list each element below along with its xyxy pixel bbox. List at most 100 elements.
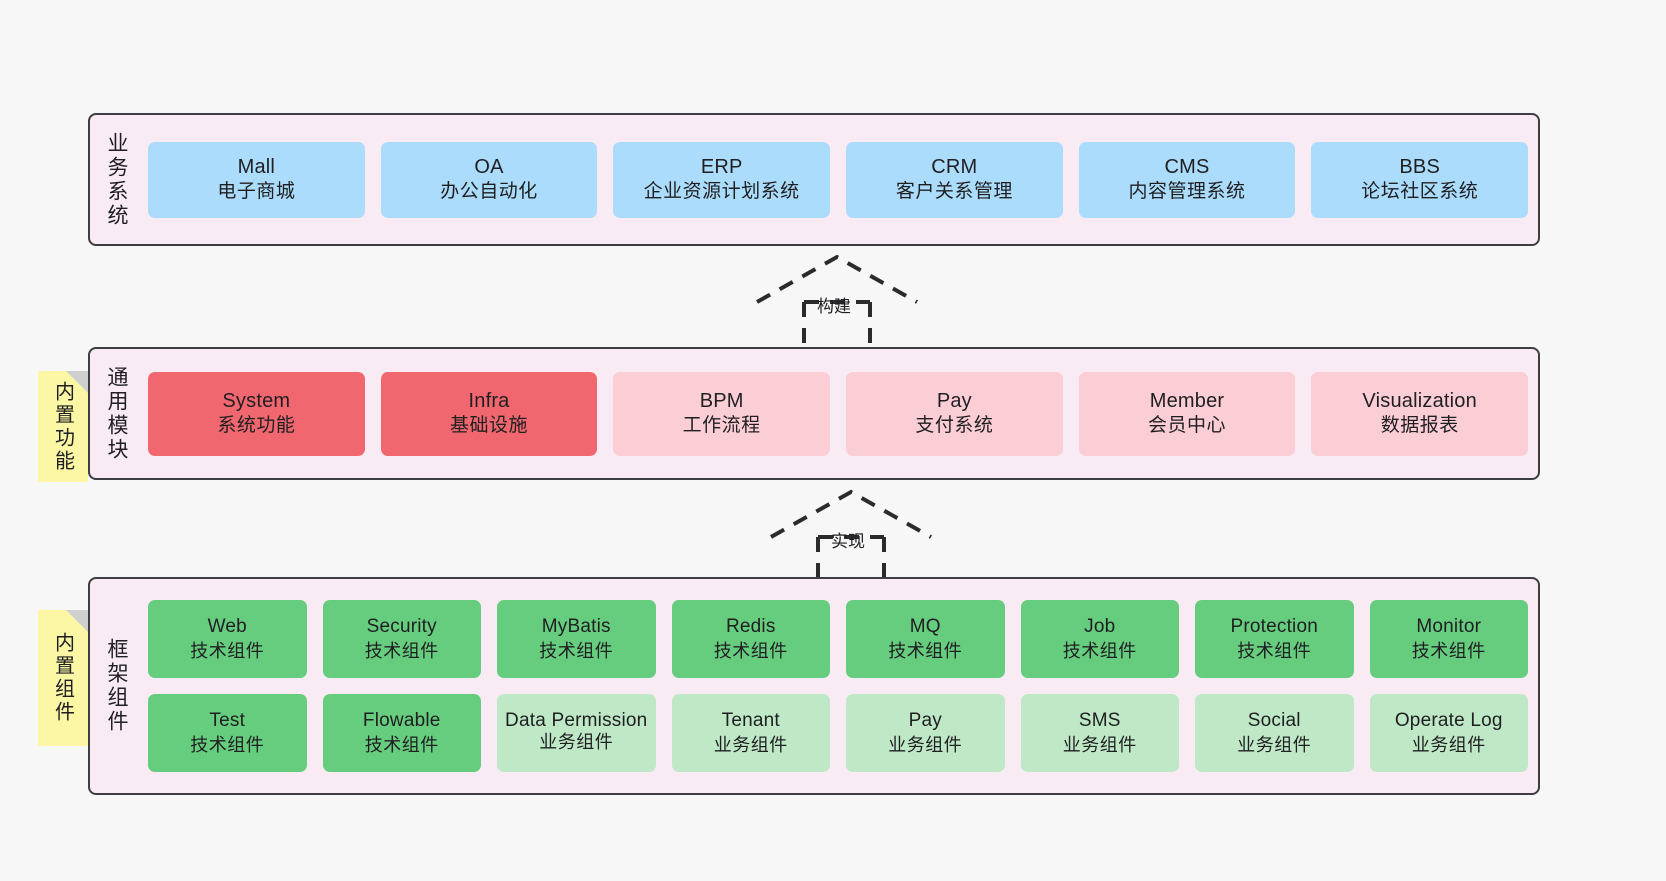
node-member-en: Member [1149,390,1225,413]
node-mybatis-cn: 技术组件 [539,640,614,661]
node-protection-en: Protection [1230,615,1319,637]
node-sms-en: SMS [1078,709,1121,731]
node-member[interactable]: Member 会员中心 [1078,371,1296,456]
node-security-en: Security [366,615,437,637]
node-mall-en: Mall [237,156,276,179]
node-cms-en: CMS [1164,156,1210,179]
layer-common-module-body: System 系统功能 Infra 基础设施 BPM 工作流程 Pay 支付系统… [142,349,1538,478]
node-mybatis[interactable]: MyBatis 技术组件 [497,600,656,678]
node-monitor[interactable]: Monitor 技术组件 [1369,600,1528,678]
note-fold-icon [66,371,88,393]
layer-business-system-body: Mall 电子商城 OA 办公自动化 ERP 企业资源计划系统 CRM 客户关系… [142,115,1538,244]
node-protection[interactable]: Protection 技术组件 [1195,600,1354,678]
layer-business-system-title: 业务系统 [105,131,129,228]
framework-node-row-1: Web 技术组件 Security 技术组件 MyBatis 技术组件 Redi… [148,600,1528,678]
node-mq[interactable]: MQ 技术组件 [846,600,1005,678]
node-mall[interactable]: Mall 电子商城 [148,141,365,218]
note-builtin-features-label: 内置功能 [51,380,74,473]
note-builtin-components-label: 内置组件 [51,632,74,724]
node-infra[interactable]: Infra 基础设施 [380,371,598,456]
node-sms-cn: 业务组件 [1062,734,1137,755]
connector-build: 构建 [752,252,922,347]
note-builtin-components: 内置组件 [38,610,88,746]
layer-business-system: 业务系统 Mall 电子商城 OA 办公自动化 ERP 企业资源计划系统 CRM [88,113,1540,246]
node-sms[interactable]: SMS 业务组件 [1020,694,1179,772]
node-oa-cn: 办公自动化 [440,181,538,203]
node-visualization[interactable]: Visualization 数据报表 [1311,371,1529,456]
node-mq-cn: 技术组件 [888,640,963,661]
node-flowable-cn: 技术组件 [364,734,439,755]
node-flowable-en: Flowable [362,709,441,731]
node-crm-cn: 客户关系管理 [895,181,1013,203]
node-pay-module[interactable]: Pay 支付系统 [846,371,1063,456]
node-erp[interactable]: ERP 企业资源计划系统 [613,141,831,218]
node-visualization-en: Visualization [1362,390,1477,413]
node-flowable[interactable]: Flowable 技术组件 [322,694,481,772]
node-tenant-cn: 业务组件 [713,734,788,755]
node-mybatis-en: MyBatis [541,615,611,637]
note-fold-icon [66,610,88,632]
node-bpm-cn: 工作流程 [682,415,761,437]
node-protection-cn: 技术组件 [1237,640,1312,661]
node-tenant-en: Tenant [721,709,780,731]
node-bbs[interactable]: BBS 论坛社区系统 [1311,141,1529,218]
node-infra-en: Infra [468,390,510,413]
node-redis-en: Redis [725,615,776,637]
node-oa[interactable]: OA 办公自动化 [380,141,598,218]
layer-common-module: 通用模块 System 系统功能 Infra 基础设施 BPM 工作流程 Pay [88,347,1540,480]
node-operate-log-cn: 业务组件 [1411,734,1486,755]
node-operate-log-en: Operate Log [1394,709,1503,731]
connector-build-glyph [756,254,918,347]
node-web[interactable]: Web 技术组件 [148,600,307,678]
node-cms-cn: 内容管理系统 [1128,181,1246,203]
node-system[interactable]: System 系统功能 [148,371,365,456]
node-data-permission-en: Data Permission [505,710,648,732]
node-bpm-en: BPM [699,390,744,413]
node-data-permission-cn: 业务组件 [539,732,614,753]
node-test-cn: 技术组件 [190,734,265,755]
node-job-cn: 技术组件 [1062,640,1137,661]
node-security[interactable]: Security 技术组件 [322,600,481,678]
node-bpm[interactable]: BPM 工作流程 [613,371,831,456]
connector-implement-label: 实现 [831,532,865,551]
node-mall-cn: 电子商城 [217,181,296,203]
node-monitor-en: Monitor [1416,615,1482,637]
layer-framework-component-title: 框架组件 [105,638,129,734]
node-redis[interactable]: Redis 技术组件 [671,600,830,678]
node-pay-component[interactable]: Pay 业务组件 [846,694,1005,772]
node-pay-module-en: Pay [936,390,972,413]
node-data-permission[interactable]: Data Permission 业务组件 [497,694,656,772]
node-security-cn: 技术组件 [364,640,439,661]
node-member-cn: 会员中心 [1148,415,1227,437]
connector-build-label: 构建 [817,297,851,316]
node-web-cn: 技术组件 [190,640,265,661]
node-crm[interactable]: CRM 客户关系管理 [846,141,1063,218]
node-web-en: Web [207,615,247,637]
node-social[interactable]: Social 业务组件 [1195,694,1354,772]
node-pay-component-en: Pay [908,709,942,731]
node-system-en: System [222,390,291,413]
connector-implement-glyph [770,489,932,582]
layer-framework-component: 框架组件 Web 技术组件 Security 技术组件 MyBatis 技术组件… [88,577,1540,795]
common-node-row: System 系统功能 Infra 基础设施 BPM 工作流程 Pay 支付系统… [148,371,1529,456]
node-infra-cn: 基础设施 [450,415,529,437]
node-pay-module-cn: 支付系统 [915,415,994,437]
node-redis-cn: 技术组件 [713,640,788,661]
node-crm-en: CRM [931,156,978,179]
node-test[interactable]: Test 技术组件 [148,694,307,772]
node-job[interactable]: Job 技术组件 [1020,600,1179,678]
layer-framework-component-body: Web 技术组件 Security 技术组件 MyBatis 技术组件 Redi… [142,579,1538,793]
note-builtin-features: 内置功能 [38,371,88,482]
node-mq-en: MQ [909,615,941,637]
connector-implement: 实现 [766,487,936,582]
node-social-en: Social [1247,709,1301,731]
layer-common-module-title: 通用模块 [105,365,129,462]
node-visualization-cn: 数据报表 [1380,415,1459,437]
node-bbs-en: BBS [1399,156,1440,179]
node-tenant[interactable]: Tenant 业务组件 [671,694,830,772]
node-pay-component-cn: 业务组件 [888,734,963,755]
node-operate-log[interactable]: Operate Log 业务组件 [1369,694,1528,772]
business-node-row: Mall 电子商城 OA 办公自动化 ERP 企业资源计划系统 CRM 客户关系… [148,141,1529,218]
node-cms[interactable]: CMS 内容管理系统 [1078,141,1296,218]
